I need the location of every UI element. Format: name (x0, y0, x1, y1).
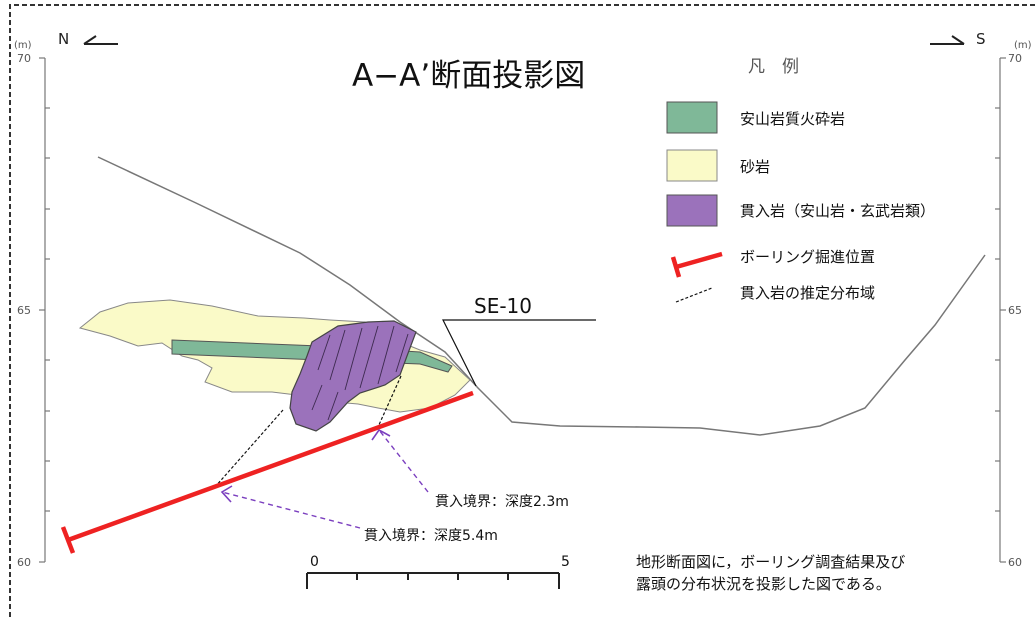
south-arrow-icon (930, 35, 965, 45)
north-label: N (58, 30, 69, 48)
legend-label-sandstone: 砂岩 (740, 158, 770, 176)
left-axis-unit: (m) (14, 40, 32, 51)
north-arrow-icon (83, 35, 118, 45)
legend-swatch-andesite-pyroclastic (666, 101, 718, 134)
borehole-line (67, 390, 474, 543)
legend-label-borehole: ボーリング掘進位置 (740, 248, 875, 266)
south-label: S (976, 30, 986, 48)
dashed-frame (9, 4, 1035, 617)
diagram-title: A−A’断面投影図 (352, 58, 585, 94)
estimated-boundary-upper (377, 375, 402, 428)
scale-bar (306, 572, 560, 589)
boundary-arrow-5-4m (220, 485, 361, 529)
scale-bar-end: 5 (561, 554, 570, 570)
left-tick-70: 70 (17, 52, 31, 65)
boundary-arrow-2-3m (371, 428, 429, 493)
right-tick-70: 70 (1008, 52, 1022, 65)
scale-bar-start: 0 (310, 554, 319, 570)
right-tick-65: 65 (1008, 304, 1022, 317)
terrain-profile (97, 156, 986, 436)
left-tick-65: 65 (17, 304, 31, 317)
legend-label-estimated-boundary: 貫入岩の推定分布域 (740, 284, 875, 302)
left-tick-60: 60 (17, 556, 31, 569)
borehole-end-cap (60, 526, 76, 554)
boundary-label-2-3m: 貫入境界：深度2.3m (435, 494, 569, 510)
legend-label-intrusive-rock: 貫入岩（安山岩・玄武岩類） (740, 202, 935, 220)
borehole-label: SE-10 (474, 294, 532, 318)
intrusive-rock-hatching (311, 325, 409, 421)
estimated-boundary-lower (214, 409, 284, 488)
legend-swatch-sandstone (666, 149, 718, 182)
note-line-1: 地形断面図に，ボーリング調査結果及び (636, 553, 905, 571)
right-axis-unit: (m) (1014, 40, 1032, 51)
borehole-leader-line (442, 319, 596, 387)
left-axis (39, 57, 50, 563)
intrusive-rock-body (289, 320, 417, 432)
right-tick-60: 60 (1008, 556, 1022, 569)
legend-symbol-borehole (670, 251, 723, 278)
right-axis (995, 57, 1006, 563)
legend-symbol-estimated-boundary (675, 287, 713, 303)
legend-label-andesite-pyroclastic: 安山岩質火砕岩 (740, 110, 845, 128)
note-line-2: 露頭の分布状況を投影した図である。 (636, 575, 891, 593)
boundary-label-5-4m: 貫入境界：深度5.4m (364, 528, 498, 544)
legend-swatch-intrusive-rock (666, 194, 718, 227)
legend-title: 凡 例 (748, 57, 799, 77)
